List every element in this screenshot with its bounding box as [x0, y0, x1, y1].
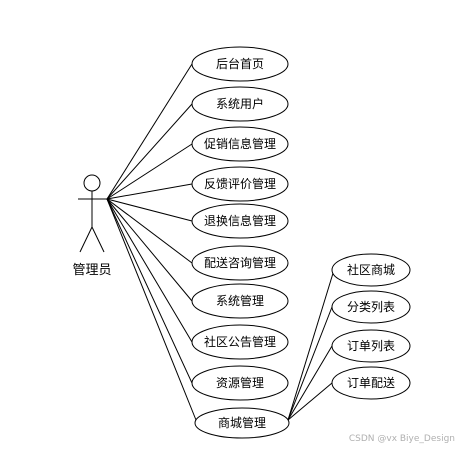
sub-use-case-list: 社区商城 分类列表 订单列表 订单配送	[331, 253, 411, 400]
sub-use-case-ellipse	[331, 329, 411, 363]
use-case-label: 后台首页	[216, 56, 264, 71]
association-line	[106, 198, 193, 302]
use-case-label: 系统管理	[216, 293, 264, 308]
actor-administrator: 管理员	[72, 174, 112, 278]
actor-right-leg	[91, 226, 105, 253]
association-line	[106, 103, 193, 200]
use-case-ellipse	[191, 166, 289, 202]
use-case-resource-management[interactable]: 资源管理	[191, 365, 289, 401]
use-case-return-exchange-management[interactable]: 退换信息管理	[191, 203, 289, 239]
use-case-ellipse	[191, 245, 289, 281]
use-case-ellipse	[194, 407, 290, 439]
use-case-label: 配送咨询管理	[204, 255, 276, 270]
sub-use-case-ellipse	[331, 290, 411, 324]
sub-use-case-order-list[interactable]: 订单列表	[331, 329, 411, 363]
use-case-ellipse	[191, 324, 289, 360]
use-case-label: 系统用户	[216, 96, 264, 111]
association-line	[106, 198, 193, 343]
sub-association-line	[287, 269, 335, 421]
sub-use-case-order-delivery[interactable]: 订单配送	[331, 366, 411, 400]
use-case-backend-home[interactable]: 后台首页	[191, 46, 289, 82]
use-case-ellipse	[191, 365, 289, 401]
use-case-label: 促销信息管理	[204, 136, 276, 151]
use-case-promotion-management[interactable]: 促销信息管理	[191, 126, 289, 162]
sub-association-line	[287, 306, 333, 421]
actor-left-leg	[79, 226, 93, 253]
use-case-label: 反馈评价管理	[204, 176, 276, 191]
use-case-delivery-inquiry-management[interactable]: 配送咨询管理	[191, 245, 289, 281]
association-line	[106, 63, 193, 200]
sub-use-case-ellipse	[331, 366, 411, 400]
sub-use-case-ellipse	[331, 253, 411, 287]
use-case-ellipse	[191, 86, 289, 122]
actor-label: 管理员	[72, 263, 111, 278]
association-line	[106, 198, 193, 264]
sub-use-case-category-list[interactable]: 分类列表	[331, 290, 411, 324]
association-line	[106, 183, 193, 200]
sub-use-case-label: 订单配送	[347, 375, 395, 390]
sub-use-case-label: 社区商城	[347, 262, 395, 277]
use-case-community-notice-management[interactable]: 社区公告管理	[191, 324, 289, 360]
sub-use-case-label: 分类列表	[347, 300, 395, 314]
use-case-ellipse	[191, 283, 289, 319]
use-case-system-users[interactable]: 系统用户	[191, 86, 289, 122]
association-line	[106, 143, 193, 200]
use-case-feedback-management[interactable]: 反馈评价管理	[191, 166, 289, 202]
use-case-mall-management[interactable]: 商城管理	[194, 407, 290, 439]
actor-head	[83, 174, 101, 192]
use-case-label: 商城管理	[218, 415, 266, 430]
sub-association-line	[287, 382, 333, 421]
association-line	[106, 198, 193, 384]
sub-association-line	[287, 345, 333, 421]
actor-associations	[106, 63, 197, 421]
association-line	[106, 198, 197, 421]
use-case-label: 退换信息管理	[204, 213, 276, 228]
use-case-ellipse	[191, 203, 289, 239]
sub-associations	[287, 269, 335, 421]
sub-use-case-community-mall[interactable]: 社区商城	[331, 253, 411, 287]
use-case-ellipse	[191, 46, 289, 82]
use-case-list: 后台首页 系统用户 促销信息管理 反馈评价管理 退换信息管理 配送咨询管理 系统…	[191, 46, 290, 439]
association-line	[106, 198, 193, 222]
use-case-label: 资源管理	[216, 375, 264, 390]
sub-use-case-label: 订单列表	[347, 339, 395, 353]
use-case-label: 社区公告管理	[204, 334, 276, 349]
watermark: CSDN @vx Biye_Design	[349, 434, 455, 444]
use-case-ellipse	[191, 126, 289, 162]
use-case-system-management[interactable]: 系统管理	[191, 283, 289, 319]
